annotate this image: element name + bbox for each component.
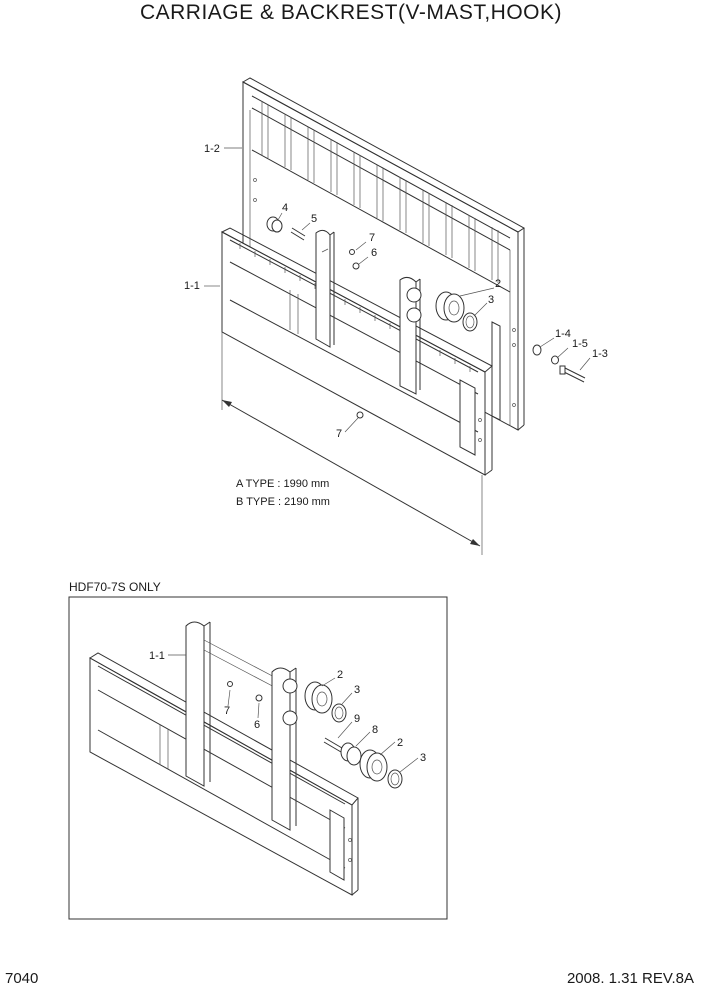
page-number: 7040 bbox=[5, 970, 39, 987]
inset-shim-3-top bbox=[331, 703, 347, 723]
inset-pin-9 bbox=[323, 737, 343, 753]
label-1-2: 1-2 bbox=[204, 143, 220, 155]
pin-5 bbox=[290, 227, 306, 241]
inset-label-8: 8 bbox=[372, 724, 378, 736]
inset-label-2-top: 2 bbox=[337, 669, 343, 681]
inset-shim-3-bottom bbox=[387, 769, 403, 789]
label-1-4: 1-4 bbox=[555, 328, 571, 340]
inset-frame bbox=[68, 596, 448, 920]
roller-bearing-2 bbox=[435, 291, 465, 323]
label-6: 6 bbox=[371, 247, 377, 259]
inset-roller-8 bbox=[340, 742, 362, 766]
inset-label-7: 7 bbox=[224, 705, 230, 717]
inset-label-3-top: 3 bbox=[354, 684, 360, 696]
label-1-3: 1-3 bbox=[592, 348, 608, 360]
dim-a-type: A TYPE : 1990 mm bbox=[236, 478, 329, 490]
revision-date: 2008. 1.31 REV.8A bbox=[566, 970, 694, 987]
inset-title: HDF70-7S ONLY bbox=[69, 580, 161, 594]
inset-carriage bbox=[89, 652, 359, 896]
inset-upright-right bbox=[271, 667, 298, 831]
inset-upright-left bbox=[185, 621, 281, 787]
label-7-top: 7 bbox=[369, 232, 375, 244]
label-7-bottom: 7 bbox=[336, 428, 342, 440]
inset-label-1-1: 1-1 bbox=[149, 650, 165, 662]
inset-roller-2-top bbox=[304, 681, 333, 714]
shim-3 bbox=[462, 312, 478, 332]
carriage-upright-left bbox=[315, 229, 335, 348]
inset-roller-2-bottom bbox=[359, 749, 388, 782]
carriage-part bbox=[220, 227, 493, 476]
page-title: CARRIAGE & BACKREST(V-MAST,HOOK) bbox=[139, 1, 563, 24]
label-5: 5 bbox=[311, 213, 317, 225]
label-4: 4 bbox=[282, 202, 288, 214]
bolt-1-3 bbox=[559, 365, 586, 383]
roller-4 bbox=[266, 216, 283, 233]
label-2: 2 bbox=[495, 278, 501, 290]
inset-label-9: 9 bbox=[354, 713, 360, 725]
width-dimension bbox=[221, 332, 483, 555]
inset-label-3-bottom: 3 bbox=[420, 752, 426, 764]
dim-b-type: B TYPE : 2190 mm bbox=[236, 496, 330, 508]
label-3: 3 bbox=[488, 294, 494, 306]
inset-label-6: 6 bbox=[254, 719, 260, 731]
label-1-5: 1-5 bbox=[572, 338, 588, 350]
label-1-1: 1-1 bbox=[184, 280, 200, 292]
inset-label-2-bottom: 2 bbox=[397, 737, 403, 749]
carriage-upright-right bbox=[399, 276, 422, 395]
